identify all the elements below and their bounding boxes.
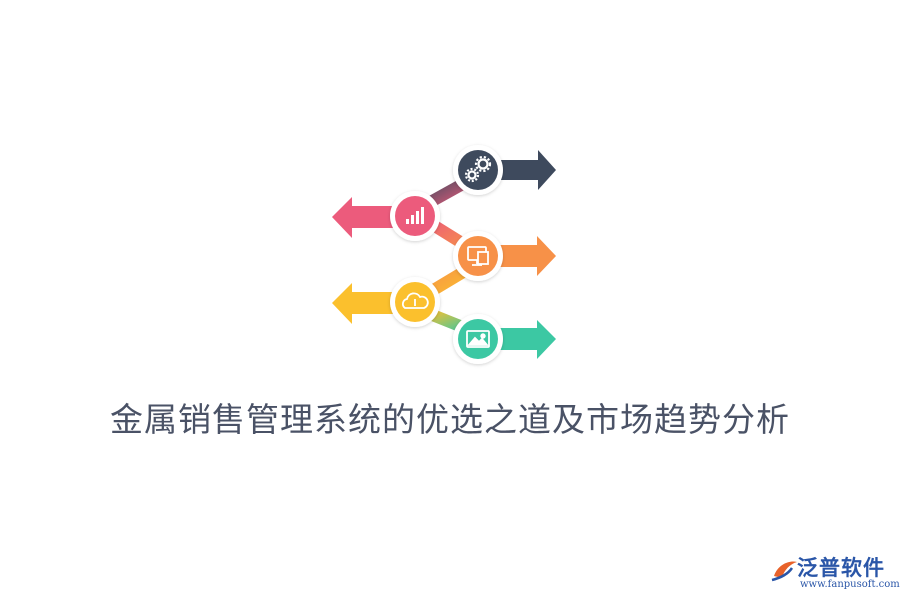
step-5-node — [453, 314, 503, 364]
step-4-node — [390, 277, 440, 327]
cloud-icon — [402, 292, 429, 309]
arrow-step-4 — [332, 283, 405, 324]
step-2-node — [390, 191, 440, 241]
monitor-icon — [467, 246, 489, 266]
step-3-node — [453, 231, 503, 281]
logo-mark-icon — [771, 561, 797, 582]
step-1-node — [453, 145, 503, 195]
logo-name: 泛普软件 — [797, 556, 885, 580]
brand-logo: 泛普软件 www.fanpusoft.com — [770, 552, 900, 596]
gears-icon — [464, 155, 492, 183]
logo-url: www.fanpusoft.com — [800, 579, 900, 590]
page-title: 金属销售管理系统的优选之道及市场趋势分析 — [110, 400, 790, 439]
image-icon — [466, 330, 490, 348]
bar-chart-icon — [406, 207, 424, 224]
arrow-step-2 — [332, 197, 405, 238]
